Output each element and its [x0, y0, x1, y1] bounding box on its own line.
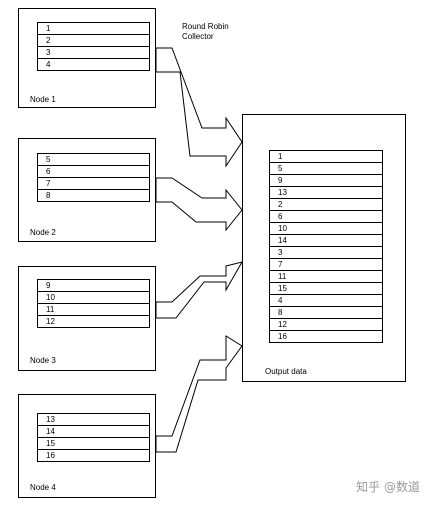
node-2-label: Node 2: [30, 228, 56, 237]
node-4-cell: 15: [37, 438, 150, 450]
arrow-node-4: [155, 335, 243, 453]
output-cells: 1 5 9 13 2 6 10 14 3 7 11 15 4 8 12 16: [269, 150, 383, 343]
node-4-cell: 13: [37, 413, 150, 426]
output-cell: 2: [269, 199, 383, 211]
node-3-cell: 10: [37, 292, 150, 304]
collector-label-line2: Collector: [182, 32, 214, 41]
node-4-box: 13 14 15 16 Node 4: [18, 394, 156, 498]
collector-label: Round Robin Collector: [182, 22, 229, 42]
node-1-cell: 1: [37, 22, 150, 35]
output-cell: 5: [269, 163, 383, 175]
node-2-cell: 8: [37, 190, 150, 202]
output-label: Output data: [265, 367, 307, 376]
arrow-node-2: [155, 177, 243, 232]
node-2-cell: 6: [37, 166, 150, 178]
output-cell: 13: [269, 187, 383, 199]
output-cell: 1: [269, 150, 383, 163]
output-cell: 8: [269, 307, 383, 319]
node-1-cell: 4: [37, 59, 150, 71]
node-1-box: 1 2 3 4 Node 1: [18, 8, 156, 108]
output-cell: 15: [269, 283, 383, 295]
collector-label-line1: Round Robin: [182, 22, 229, 31]
output-cell: 4: [269, 295, 383, 307]
node-2-cells: 5 6 7 8: [37, 153, 150, 202]
output-cell: 11: [269, 271, 383, 283]
output-cell: 10: [269, 223, 383, 235]
node-3-box: 9 10 11 12 Node 3: [18, 266, 156, 371]
node-2-cell: 7: [37, 178, 150, 190]
arrow-node-3: [155, 261, 244, 319]
output-cell: 16: [269, 331, 383, 343]
node-4-cell: 14: [37, 426, 150, 438]
node-4-cell: 16: [37, 450, 150, 462]
watermark: 知乎 @数道: [356, 480, 420, 494]
node-4-label: Node 4: [30, 483, 56, 492]
output-cell: 7: [269, 259, 383, 271]
node-4-cells: 13 14 15 16: [37, 413, 150, 462]
node-3-cells: 9 10 11 12: [37, 279, 150, 328]
node-3-label: Node 3: [30, 356, 56, 365]
node-1-cell: 3: [37, 47, 150, 59]
node-1-cells: 1 2 3 4: [37, 22, 150, 71]
output-box: 1 5 9 13 2 6 10 14 3 7 11 15 4 8 12 16 O…: [242, 114, 406, 382]
node-1-cell: 2: [37, 35, 150, 47]
node-3-cell: 12: [37, 316, 150, 328]
node-1-label: Node 1: [30, 95, 56, 104]
arrow-node-1: [155, 47, 243, 168]
node-2-box: 5 6 7 8 Node 2: [18, 138, 156, 242]
output-cell: 14: [269, 235, 383, 247]
output-cell: 3: [269, 247, 383, 259]
output-cell: 6: [269, 211, 383, 223]
output-cell: 12: [269, 319, 383, 331]
node-3-cell: 11: [37, 304, 150, 316]
node-3-cell: 9: [37, 279, 150, 292]
output-cell: 9: [269, 175, 383, 187]
node-2-cell: 5: [37, 153, 150, 166]
